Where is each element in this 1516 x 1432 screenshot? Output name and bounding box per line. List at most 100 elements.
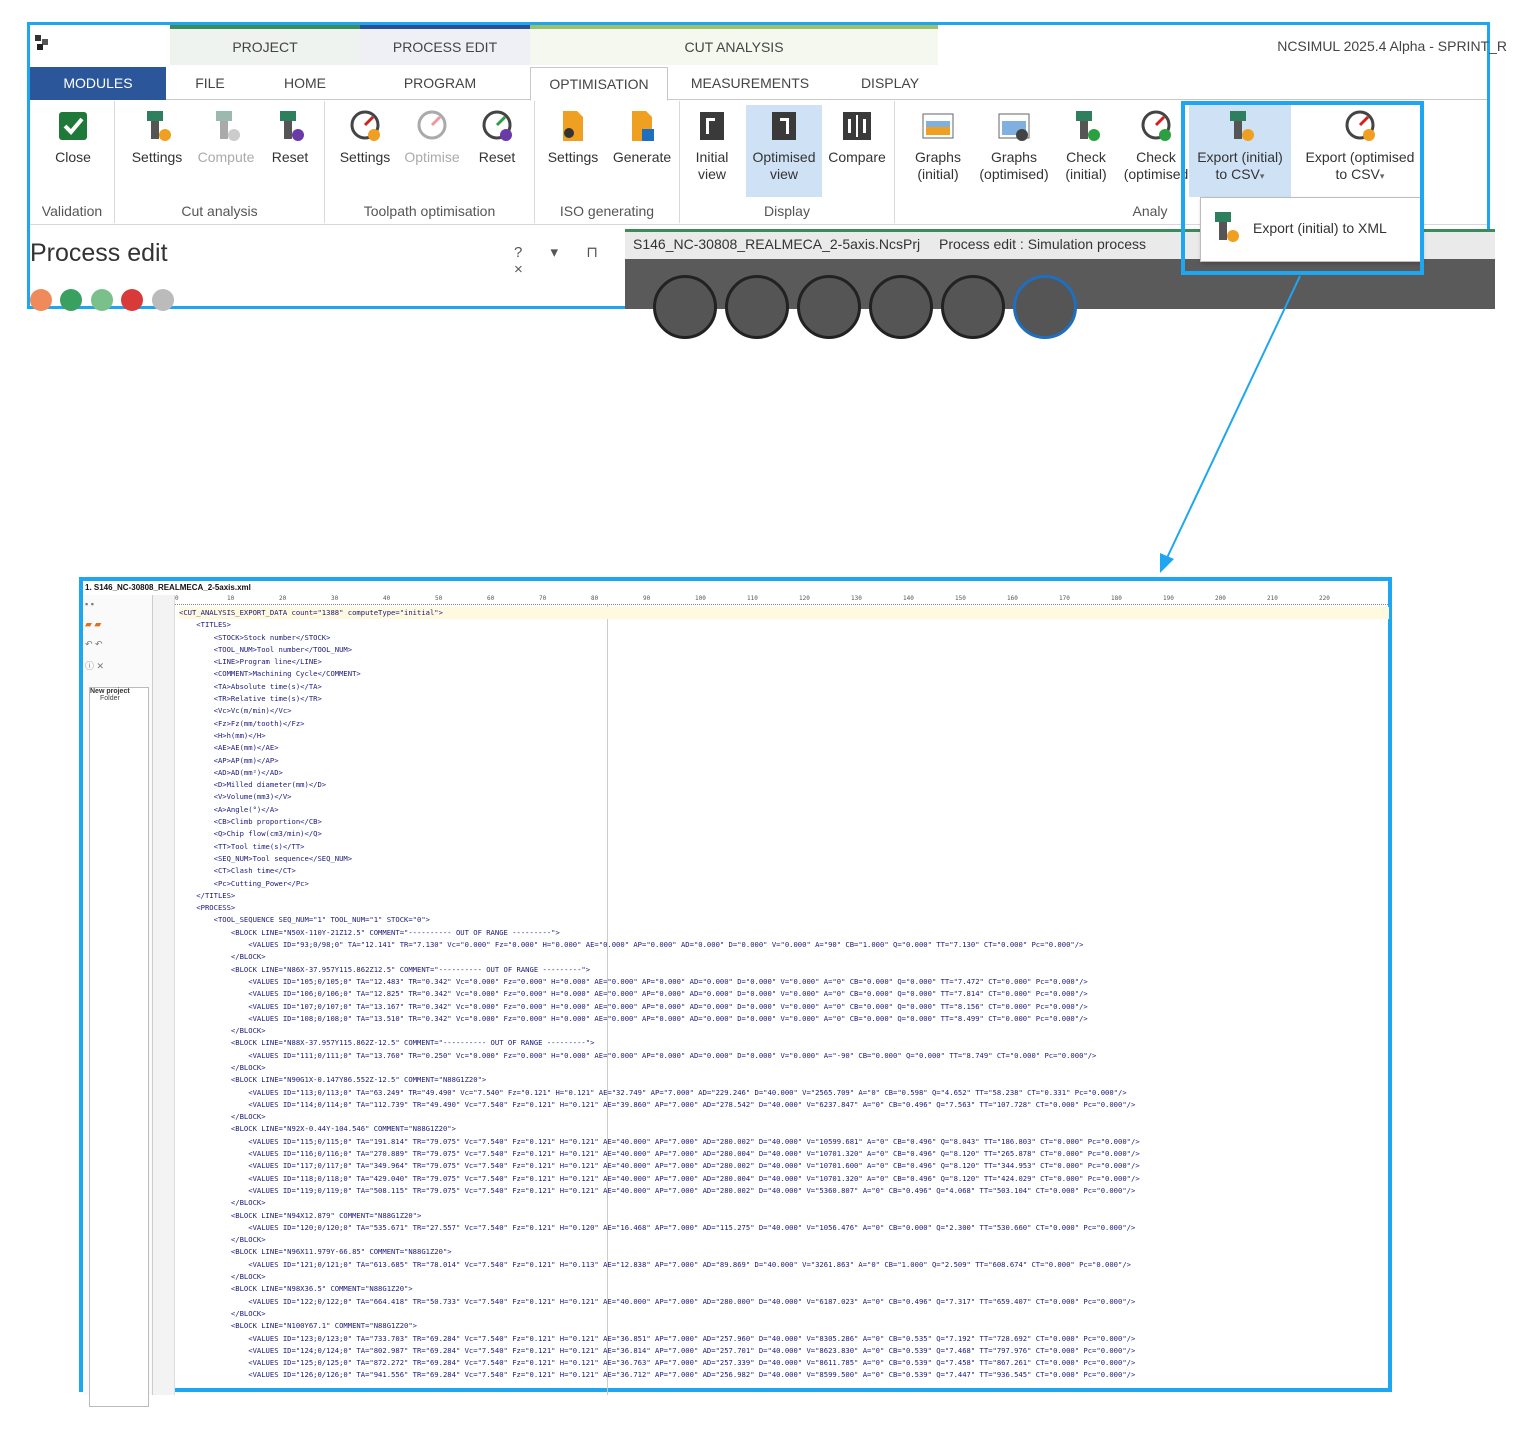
xml-line[interactable]: <VALUES ID="125;0/125;0" TA="872.272" TR…: [179, 1358, 1136, 1368]
xml-line[interactable]: <VALUES ID="113;0/113;0" TA="63.249" TR=…: [179, 1087, 1127, 1097]
toolpath-reset-button[interactable]: Reset: [467, 105, 527, 197]
toolpath-settings-button[interactable]: Settings: [333, 105, 397, 197]
optimise-button[interactable]: Optimise: [399, 105, 465, 197]
xml-line[interactable]: <TR>Relative time(s)</TR>: [179, 694, 322, 704]
xml-line[interactable]: <BLOCK LINE="N100Y67.1" COMMENT="N88G1Z2…: [179, 1321, 417, 1331]
context-tab-process-edit[interactable]: PROCESS EDIT: [360, 25, 530, 65]
xml-line[interactable]: <STOCK>Stock number</STOCK>: [179, 632, 331, 642]
xml-line[interactable]: <VALUES ID="120;0/120;0" TA="535.671" TR…: [179, 1222, 1136, 1232]
sidebar-tool-icon[interactable]: ▪ ▪: [85, 599, 94, 609]
graphs-optimised-button[interactable]: Graphs (optimised): [975, 105, 1053, 197]
xml-line[interactable]: <BLOCK LINE="N86X-37.957Y115.862Z12.5" C…: [179, 964, 591, 974]
view-button-icon[interactable]: [725, 275, 789, 339]
view-button-icon[interactable]: [941, 275, 1005, 339]
xml-line[interactable]: </BLOCK>: [179, 952, 266, 962]
close-button[interactable]: Close: [36, 105, 110, 197]
xml-line[interactable]: <CT>Clash time</CT>: [179, 866, 296, 876]
xml-line[interactable]: </BLOCK>: [179, 1062, 266, 1072]
xml-line[interactable]: <AE>AE(mm)</AE>: [179, 743, 279, 753]
export-optimised-csv-button[interactable]: Export (optimised to CSV▾: [1295, 105, 1425, 197]
toolbar-green-icon[interactable]: [60, 289, 83, 311]
xml-line[interactable]: <BLOCK LINE="N96X11.979Y-66.85" COMMENT=…: [179, 1247, 452, 1257]
doc-tab-project-file[interactable]: S146_NC-30808_REALMECA_2-5axis.NcsPrj: [633, 236, 921, 252]
xml-line[interactable]: <VALUES ID="106;0/106;0" TA="12.825" TR=…: [179, 989, 1088, 999]
xml-line[interactable]: <TA>Absolute time(s)</TA>: [179, 681, 322, 691]
view-button-icon[interactable]: [653, 275, 717, 339]
xml-line[interactable]: </BLOCK>: [179, 1026, 266, 1036]
compare-button[interactable]: Compare: [824, 105, 890, 197]
tab-program[interactable]: PROGRAM: [403, 75, 477, 91]
xml-line[interactable]: <AD>AD(mm²)</AD>: [179, 767, 283, 777]
xml-line[interactable]: </BLOCK>: [179, 1235, 266, 1245]
xml-line[interactable]: <LINE>Program line</LINE>: [179, 657, 322, 667]
xml-line[interactable]: <Vc>Vc(m/min)</Vc>: [179, 706, 292, 716]
cut-reset-button[interactable]: Reset: [261, 105, 319, 197]
xml-line[interactable]: <Fz>Fz(mm/tooth)</Fz>: [179, 718, 305, 728]
sidebar-info-icon[interactable]: ⓘ ✕: [85, 661, 105, 671]
xml-line[interactable]: <TITLES>: [179, 620, 231, 630]
xml-line[interactable]: <VALUES ID="124;0/124;0" TA="802.987" TR…: [179, 1345, 1136, 1355]
xml-line[interactable]: <V>Volume(mm3)</V>: [179, 792, 292, 802]
xml-line[interactable]: <VALUES ID="111;0/111;0" TA="13.760" TR=…: [179, 1050, 1097, 1060]
xml-line[interactable]: <VALUES ID="107;0/107;0" TA="13.167" TR=…: [179, 1001, 1088, 1011]
xml-line[interactable]: <VALUES ID="123;0/123;0" TA="733.703" TR…: [179, 1333, 1136, 1343]
xml-line[interactable]: <COMMENT>Machining Cycle</COMMENT>: [179, 669, 361, 679]
check-initial-button[interactable]: Check (initial): [1055, 105, 1117, 197]
tab-display[interactable]: DISPLAY: [860, 75, 920, 91]
xml-line[interactable]: <CB>Climb proportion</CB>: [179, 817, 322, 827]
xml-line[interactable]: <VALUES ID="93;0/98;0" TA="12.141" TR="7…: [179, 940, 1084, 950]
xml-line[interactable]: <AP>AP(mm)</AP>: [179, 755, 279, 765]
xml-line[interactable]: <VALUES ID="122;0/122;0" TA="664.418" TR…: [179, 1296, 1136, 1306]
pane-controls[interactable]: ? ▾ ⊓ ×: [514, 244, 610, 278]
xml-line[interactable]: <H>h(mm)</H>: [179, 730, 266, 740]
context-tab-project[interactable]: PROJECT: [170, 25, 360, 65]
context-tab-cut-analysis[interactable]: CUT ANALYSIS: [530, 25, 938, 65]
xml-line[interactable]: <BLOCK LINE="N98X36.5" COMMENT="N88G1Z20…: [179, 1284, 413, 1294]
view-button-icon[interactable]: [1013, 275, 1077, 339]
xml-line[interactable]: <BLOCK LINE="N90G1X-0.147Y86.552Z-12.5" …: [179, 1075, 487, 1085]
generate-button[interactable]: Generate: [607, 105, 677, 197]
xml-line[interactable]: </TITLES>: [179, 890, 236, 900]
xml-line[interactable]: <VALUES ID="117;0/117;0" TA="349.964" TR…: [179, 1161, 1140, 1171]
sidebar-undo-icon[interactable]: ↶ ↶: [85, 639, 103, 649]
xml-line[interactable]: </BLOCK>: [179, 1272, 266, 1282]
xml-line[interactable]: <BLOCK LINE="N94X12.879" COMMENT="N88G1Z…: [179, 1210, 422, 1220]
xml-line[interactable]: </BLOCK>: [179, 1198, 266, 1208]
view-button-icon[interactable]: [869, 275, 933, 339]
xml-line[interactable]: </BLOCK>: [179, 1112, 266, 1122]
view-button-icon[interactable]: [797, 275, 861, 339]
xml-line[interactable]: <Q>Chip flow(cm3/min)</Q>: [179, 829, 322, 839]
xml-line[interactable]: <VALUES ID="115;0/115;0" TA="191.814" TR…: [179, 1136, 1140, 1146]
xml-line[interactable]: <VALUES ID="126;0/126;0" TA="941.556" TR…: [179, 1370, 1136, 1380]
xml-line[interactable]: <PROCESS>: [179, 903, 236, 913]
tree-folder[interactable]: Folder: [100, 695, 120, 702]
xml-line[interactable]: <BLOCK LINE="N88X-37.957Y115.862Z-12.5" …: [179, 1038, 595, 1048]
tab-file[interactable]: FILE: [195, 75, 225, 91]
xml-line[interactable]: <TOOL_NUM>Tool number</TOOL_NUM>: [179, 644, 353, 654]
xml-line[interactable]: <BLOCK LINE="N50X-110Y-21Z12.5" COMMENT=…: [179, 927, 560, 937]
xml-line[interactable]: </BLOCK>: [179, 1308, 266, 1318]
xml-line[interactable]: <SEQ_NUM>Tool sequence</SEQ_NUM>: [179, 853, 353, 863]
cut-settings-button[interactable]: Settings: [123, 105, 191, 197]
toolbar-orange-icon[interactable]: [30, 289, 52, 311]
xml-line[interactable]: <VALUES ID="121;0/121;0" TA="613.685" TR…: [179, 1259, 1131, 1269]
tree-root[interactable]: New project: [90, 688, 130, 695]
iso-settings-button[interactable]: Settings: [541, 105, 605, 197]
toolbar-doc-icon[interactable]: [90, 289, 113, 311]
xml-line[interactable]: <VALUES ID="118;0/118;0" TA="429.040" TR…: [179, 1173, 1140, 1183]
tab-optimisation[interactable]: OPTIMISATION: [530, 67, 668, 101]
toolbar-grey-icon[interactable]: [151, 289, 174, 311]
xml-line[interactable]: <VALUES ID="116;0/116;0" TA="270.889" TR…: [179, 1149, 1140, 1159]
check-optimised-button[interactable]: Check (optimised: [1119, 105, 1193, 197]
compute-button[interactable]: Compute: [193, 105, 259, 197]
xml-line[interactable]: <A>Angle(°)</A>: [179, 804, 279, 814]
xml-line[interactable]: <VALUES ID="108;0/108;0" TA="13.510" TR=…: [179, 1013, 1088, 1023]
xml-line[interactable]: <VALUES ID="114;0/114;0" TA="112.739" TR…: [179, 1099, 1136, 1109]
export-initial-csv-button[interactable]: Export (initial) to CSV▾: [1189, 105, 1291, 197]
initial-view-button[interactable]: Initial view: [686, 105, 738, 197]
tab-modules[interactable]: MODULES: [30, 67, 166, 100]
tab-home[interactable]: HOME: [284, 75, 326, 91]
toolbar-red-icon[interactable]: [121, 289, 144, 311]
xml-line[interactable]: <TT>Tool time(s)</TT>: [179, 841, 305, 851]
xml-line[interactable]: <VALUES ID="119;0/119;0" TA="508.115" TR…: [179, 1185, 1136, 1195]
